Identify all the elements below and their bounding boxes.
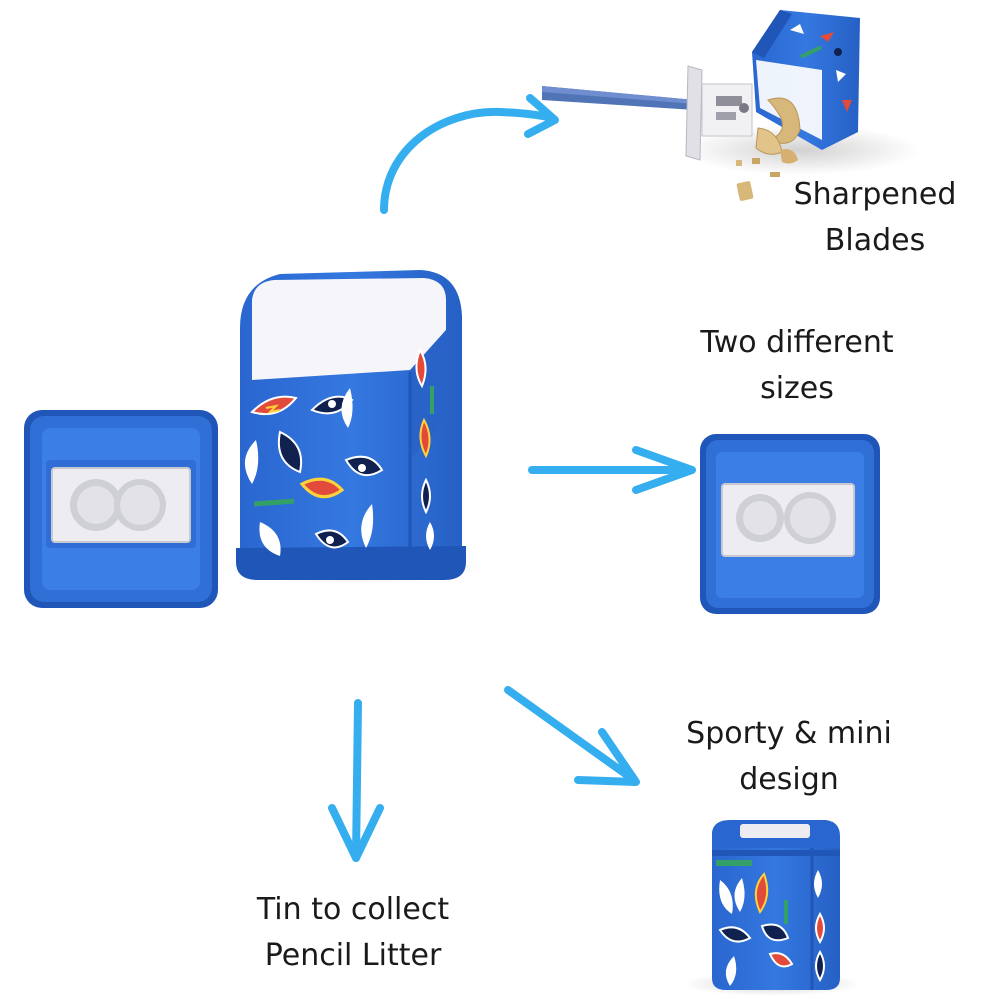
caption-line: Two different: [700, 325, 894, 360]
caption-tin-litter: Tin to collect Pencil Litter: [228, 887, 478, 979]
caption-line: sizes: [760, 371, 834, 406]
sharpener-blade-icon: [685, 65, 753, 161]
caption-line: Blades: [824, 223, 926, 258]
arrow-down-right-icon: [504, 686, 640, 786]
arrow-right-icon: [528, 446, 696, 494]
tin-pattern: [244, 347, 434, 556]
caption-line: design: [739, 762, 839, 797]
caption-line: Sporty & mini: [686, 716, 892, 751]
sharpener-lid-small: [700, 434, 880, 614]
open-tin: [222, 270, 482, 584]
caption-line: Sharpened: [793, 177, 957, 212]
arrows: [328, 94, 696, 862]
caption-two-sizes: Two different sizes: [672, 320, 922, 412]
arrow-down-icon: [328, 699, 384, 862]
caption-line: Pencil Litter: [264, 938, 442, 973]
caption-sporty-design: Sporty & mini design: [666, 711, 912, 803]
caption-sharpened-blades: Sharpened Blades: [780, 172, 970, 264]
sharpening-scene: [542, 10, 920, 201]
closed-mini-tin: [682, 820, 862, 996]
pencil-shavings: [736, 97, 801, 201]
caption-line: Tin to collect: [256, 892, 450, 927]
sharpener-lid-large: [24, 410, 218, 608]
pencil-icon: [542, 86, 695, 110]
curved-arrow-up-right-icon: [380, 94, 559, 214]
